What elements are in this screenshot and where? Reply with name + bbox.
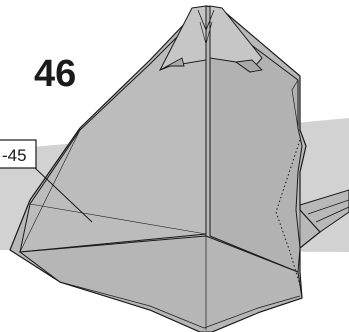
step-number: 46 bbox=[34, 53, 76, 95]
callout-label: -45 bbox=[2, 146, 27, 165]
